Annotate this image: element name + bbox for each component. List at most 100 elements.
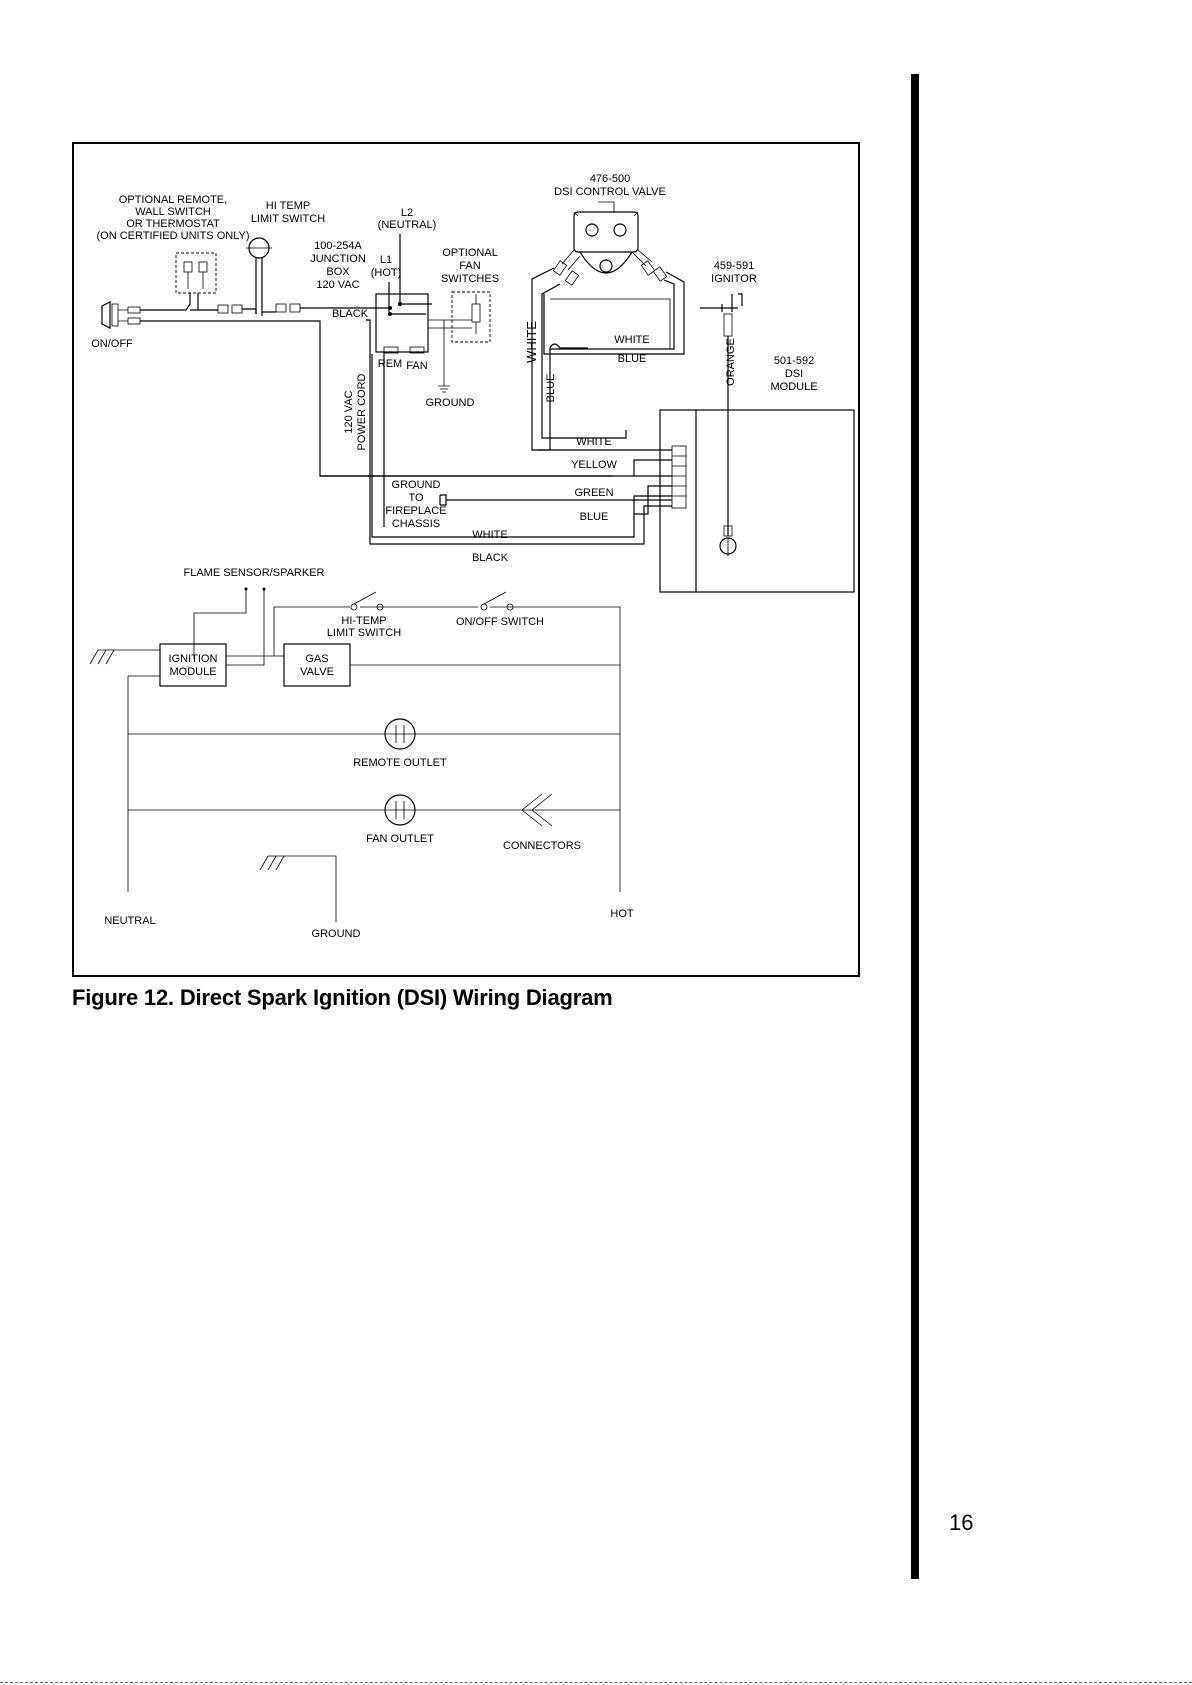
chassis-label-1: GROUND	[392, 479, 441, 491]
chassis-label-4: CHASSIS	[392, 518, 440, 530]
green-module-label: GREEN	[574, 487, 613, 499]
figure-caption: Figure 12. Direct Spark Ignition (DSI) W…	[72, 985, 613, 1010]
sparker-electrode-2	[262, 587, 266, 591]
remote-label-4: (ON CERTIFIED UNITS ONLY)	[97, 230, 250, 242]
ignition-ground-icon	[89, 649, 161, 665]
rem-outlet-icon	[383, 346, 399, 354]
onoff-stubs	[118, 309, 128, 322]
hitemp-switch-contact-2	[376, 603, 384, 611]
junction-node-3	[388, 312, 392, 316]
chassis-ground-connector-icon	[439, 494, 450, 506]
inline-connector-3	[275, 303, 287, 313]
hitemp-switch-contact-1	[350, 603, 358, 611]
fan-switch-wires	[428, 294, 477, 334]
fan-outlet-label: FAN OUTLET	[366, 833, 434, 845]
ignition-label-2: MODULE	[169, 666, 216, 678]
remote-receiver-box	[175, 252, 217, 294]
onoff-switch-contact-2	[506, 603, 514, 611]
hitemp-label-2: LIMIT SWITCH	[251, 213, 325, 225]
orange-vertical-label: ORANGE	[725, 338, 737, 386]
onoff-switch-label: ON/OFF SWITCH	[456, 616, 544, 628]
remote-label-2: WALL SWITCH	[135, 206, 211, 218]
ignitor-lower-connector	[723, 525, 733, 537]
bottom-ground-icon	[259, 855, 337, 922]
onoff-switch-contact-1	[480, 603, 488, 611]
optfan-label-2: FAN	[459, 260, 480, 272]
yellow-module-label: YELLOW	[571, 459, 617, 471]
jbox-label-3: BOX	[326, 266, 350, 278]
ground-symbol-icon	[438, 320, 450, 393]
connectors-label: CONNECTORS	[503, 840, 581, 852]
flame-sensor-leads	[193, 589, 265, 666]
neutral-label: (NEUTRAL)	[378, 219, 437, 231]
white-valve-label: WHITE	[614, 334, 649, 346]
fan-outlet-icon	[384, 794, 416, 826]
remote-label-3: OR THERMOSTAT	[126, 218, 220, 230]
chassis-label-2: TO	[408, 492, 424, 504]
onoff-label: ON/OFF	[91, 338, 133, 350]
blue-module-wire	[538, 449, 672, 515]
valve-right-loop	[543, 271, 685, 355]
remote-leads	[187, 272, 204, 289]
inline-connector-1	[217, 304, 229, 314]
harness-wire-b	[190, 293, 218, 311]
page-bottom-edge	[0, 1682, 1192, 1683]
hitemp-leads	[255, 258, 263, 316]
harness-wire-a	[140, 293, 191, 311]
chassis-label-3: FIREPLACE	[385, 505, 446, 517]
module-label-1: 501-592	[774, 355, 814, 367]
neutral-rail	[127, 675, 160, 892]
remote-connector-b	[198, 261, 208, 273]
onoff-connector-b	[127, 317, 141, 325]
gas-label-1: GAS	[305, 653, 328, 665]
valve-lower-body	[579, 251, 633, 274]
connectors-icon	[521, 793, 553, 827]
optfan-label-1: OPTIONAL	[442, 247, 498, 259]
blue-module-label: BLUE	[580, 511, 609, 523]
power-cord-label: 120 VAC POWER CORD	[343, 373, 368, 450]
valve-label-1: 476-500	[590, 173, 630, 185]
schem-hitemp-label-1: HI-TEMP	[341, 615, 386, 627]
wiring-diagram-svg: OPTIONAL REMOTE, WALL SWITCH OR THERMOST…	[89, 173, 855, 940]
valve-connector-3	[640, 260, 656, 276]
fan-switch-icon	[471, 303, 481, 323]
sparker-electrode-1	[244, 587, 248, 591]
junction-node-1	[388, 306, 392, 310]
valve-terminals	[573, 201, 639, 217]
jbox-label-1: 100-254A	[314, 240, 362, 252]
black-bottom-label: BLACK	[472, 552, 509, 564]
remote-outlet-icon	[384, 718, 416, 750]
blue-valve-label: BLUE	[618, 353, 647, 365]
black-return-wire	[366, 319, 672, 545]
onoff-rocker-icon	[101, 301, 111, 329]
optfan-label-3: SWITCHES	[441, 273, 499, 285]
orange-vertical-group: ORANGE	[725, 338, 737, 386]
gas-valve-feed	[226, 607, 284, 657]
inline-connector-4	[289, 303, 301, 313]
gas-label-2: VALVE	[300, 666, 334, 678]
fan-outlet-slots	[395, 801, 405, 819]
valve-leads	[561, 249, 653, 271]
jbox-label-4: 120 VAC	[316, 279, 359, 291]
yellow-module-wire	[320, 459, 672, 477]
valve-port-2	[613, 223, 627, 237]
harness-to-limit	[242, 308, 257, 314]
control-valve-body	[573, 211, 639, 253]
optional-fan-switch-box	[451, 291, 491, 343]
white-return-wire	[371, 354, 672, 538]
remote-outlet-slots	[395, 725, 405, 743]
valve-connector-1	[552, 260, 568, 276]
blue-vertical-label: BLUE	[545, 374, 557, 403]
ground-rail-label: GROUND	[312, 928, 361, 940]
flame-sensor-label: FLAME SENSOR/SPARKER	[184, 567, 325, 579]
onoff-switch-body	[111, 303, 119, 327]
page-number: 16	[949, 1510, 974, 1535]
valve-center-port	[599, 259, 613, 273]
valve-label-2: DSI CONTROL VALVE	[554, 186, 666, 198]
l2-label: L2	[401, 207, 413, 219]
gas-valve-box	[283, 643, 351, 687]
cord-label-1: 120 VAC	[343, 390, 355, 433]
ground-label: GROUND	[426, 397, 475, 409]
schem-hitemp-label-2: LIMIT SWITCH	[327, 627, 401, 639]
module-label-2: DSI	[785, 368, 803, 380]
